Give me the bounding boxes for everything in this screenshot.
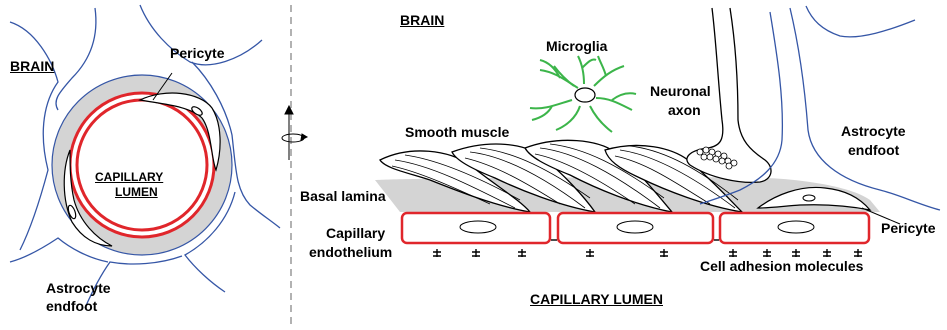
left-lumen-label-line1: CAPILLARY <box>95 170 163 184</box>
right-pericyte-label: Pericyte <box>881 220 935 236</box>
microglia-label: Microglia <box>546 38 607 54</box>
rotation-icon <box>282 106 307 160</box>
left-lumen-outer-ring <box>70 93 214 237</box>
basal-lamina-label: Basal lamina <box>300 188 386 204</box>
neuronal-axon-label-line1: Neuronal <box>650 83 711 99</box>
left-astrocyte-label-line1: Astrocyte <box>46 280 111 296</box>
microglia-nucleus <box>575 88 595 102</box>
capillary-endothelium-label-line1: Capillary <box>326 225 385 241</box>
cell-adhesion-label: Cell adhesion molecules <box>700 258 863 274</box>
right-astrocyte-label-line1: Astrocyte <box>841 123 906 139</box>
neuronal-axon-label-line2: axon <box>668 102 701 118</box>
smooth-muscle-label: Smooth muscle <box>405 124 509 140</box>
right-astrocyte-label-line2: endfoot <box>848 142 899 158</box>
capillary-endothelium-label-line2: endothelium <box>309 244 392 260</box>
left-pericyte-label: Pericyte <box>170 45 224 61</box>
right-lumen-label: CAPILLARY LUMEN <box>530 291 663 307</box>
left-lumen-label-line2: LUMEN <box>115 185 158 199</box>
right-brain-label: BRAIN <box>400 12 444 28</box>
left-brain-label: BRAIN <box>10 58 54 74</box>
left-astrocyte-label-line2: endfoot <box>46 298 97 314</box>
